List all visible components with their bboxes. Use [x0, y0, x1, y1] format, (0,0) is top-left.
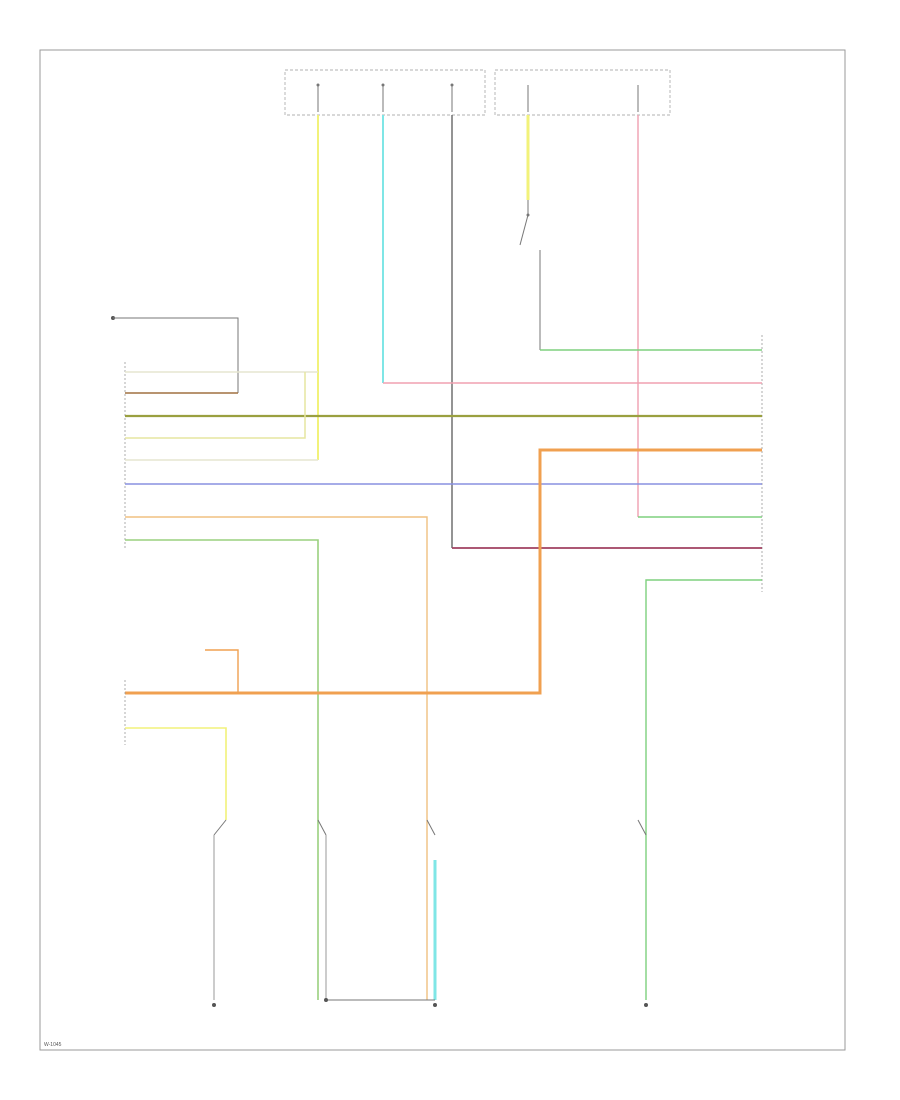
switch-2	[317, 819, 327, 1000]
wire-yellow-lower	[125, 727, 227, 820]
wire-row-orange-short	[125, 516, 428, 1000]
wire-green-lower	[645, 579, 762, 1000]
fuse-panel-left	[284, 69, 486, 116]
wire-row-4	[125, 372, 306, 439]
ignition-switch	[519, 200, 541, 350]
switch-4	[637, 819, 647, 836]
left-ground-block	[111, 316, 239, 393]
ground-point-4	[644, 1003, 648, 1007]
fuse-panel-right	[494, 69, 671, 116]
ground-point-1	[212, 1003, 216, 1007]
wire-orange-main	[125, 448, 762, 695]
switch-3	[426, 819, 437, 1000]
ground-point-2	[324, 998, 328, 1002]
diagram-id: W-1045	[44, 1042, 62, 1048]
ground-point-3	[433, 1003, 437, 1007]
diagram-frame	[39, 49, 846, 1051]
switch-1	[213, 819, 227, 1000]
wire-row-green-olive	[125, 539, 319, 1000]
wire-orange-loop	[205, 649, 239, 693]
